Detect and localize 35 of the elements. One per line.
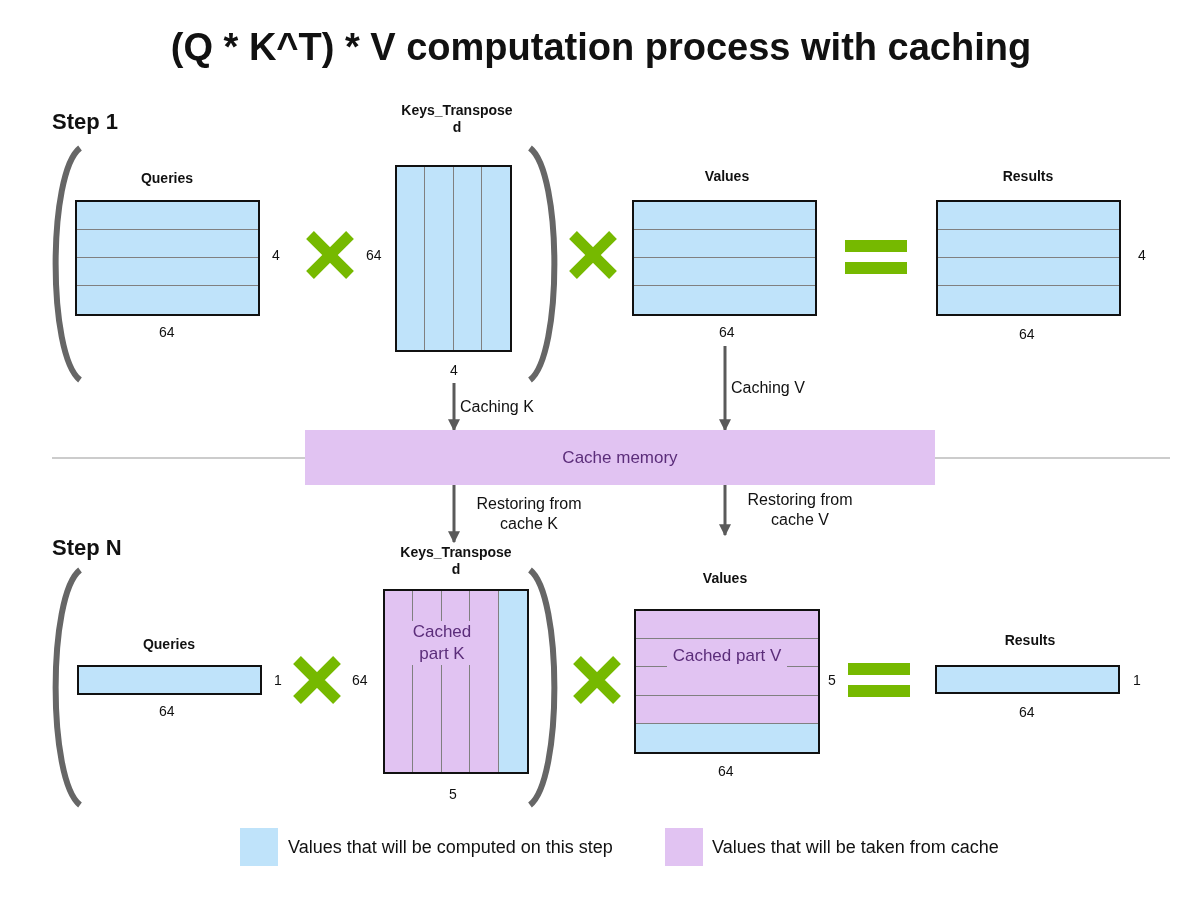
dimension-label: 64 — [159, 324, 175, 340]
arrow — [719, 485, 731, 537]
dimension-label: 4 — [272, 247, 280, 263]
dimension-label: 64 — [718, 763, 734, 779]
matrix-title: Keys_Transposed — [400, 102, 514, 136]
edge-label: Caching V — [729, 378, 807, 398]
dimension-label: 5 — [449, 786, 457, 802]
arrow — [448, 383, 460, 432]
matrix-title: Results — [1003, 632, 1057, 649]
matrix-title: Keys_Transposed — [399, 544, 513, 578]
dimension-label: 4 — [450, 362, 458, 378]
dimension-label: 64 — [366, 247, 382, 263]
dimension-label: 64 — [352, 672, 368, 688]
step-heading: Step 1 — [52, 108, 119, 136]
cached-part-label: Cached part K — [412, 621, 472, 665]
arrow — [448, 485, 460, 544]
dimension-label: 64 — [1019, 704, 1035, 720]
dimension-label: 64 — [719, 324, 735, 340]
step-heading: Step N — [52, 534, 122, 562]
diagram-title: (Q * K^T) * V computation process with caching — [169, 25, 1033, 70]
dimension-label: 1 — [1133, 672, 1141, 688]
dimension-label: 64 — [159, 703, 175, 719]
dimension-label: 5 — [828, 672, 836, 688]
dimension-label: 1 — [274, 672, 282, 688]
legend-label: Values that will be computed on this step — [288, 836, 613, 858]
matrix-title: Queries — [141, 636, 197, 653]
matrix-title: Results — [1001, 168, 1055, 185]
matrix-title: Values — [701, 570, 749, 587]
arrow — [719, 346, 731, 432]
dimension-label: 4 — [1138, 247, 1146, 263]
dimension-label: 64 — [1019, 326, 1035, 342]
matrix-title: Queries — [139, 170, 195, 187]
legend-label: Values that will be taken from cache — [712, 836, 999, 858]
matrix-title: Values — [703, 168, 751, 185]
cache-memory-band: Cache memory — [305, 430, 935, 485]
